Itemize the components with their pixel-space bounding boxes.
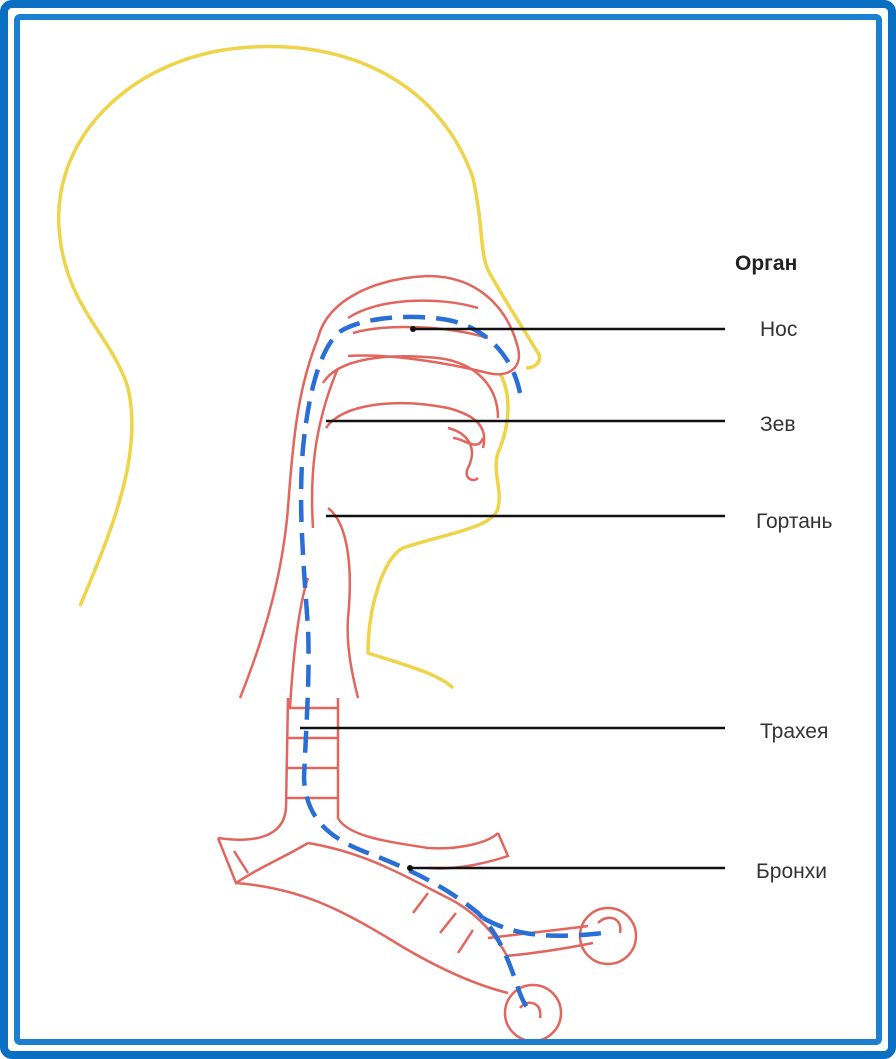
label-trachea: Трахея xyxy=(760,720,828,744)
label-pharynx: Зев xyxy=(760,413,796,437)
label-bronchi: Бронхи xyxy=(756,860,827,884)
leader-lines xyxy=(300,329,725,868)
label-nose: Нос xyxy=(760,318,797,342)
head-outline xyxy=(59,46,540,606)
airway-outline xyxy=(218,276,636,1041)
label-larynx: Гортань xyxy=(756,510,832,534)
organ-header: Орган xyxy=(735,252,797,276)
